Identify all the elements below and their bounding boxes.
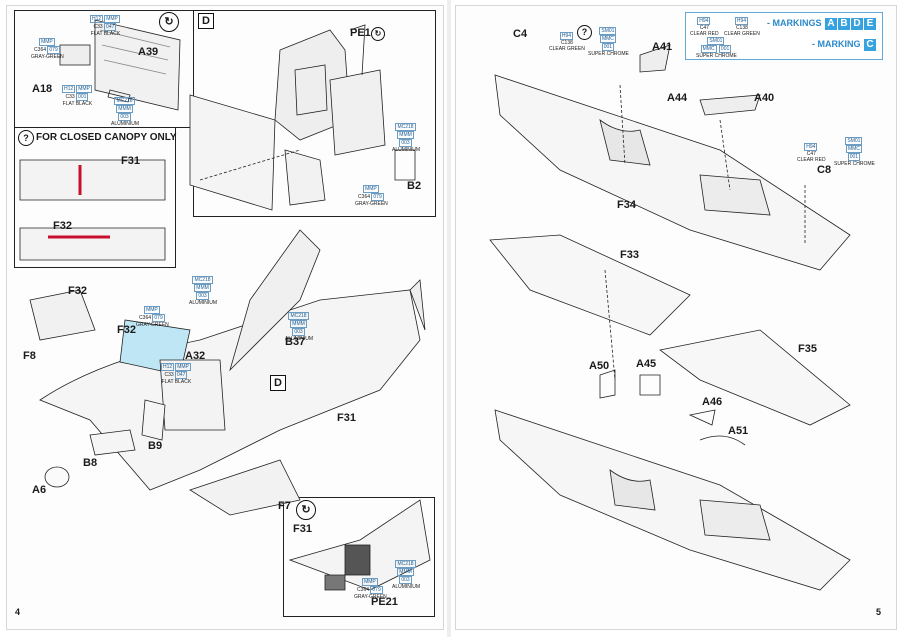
marking-letter-b: B [838, 18, 850, 30]
markings-legend: H94 C47 CLEAR RED H94 C138 CLEAR GREEN S… [685, 12, 883, 60]
paint-callout-super-chrome: SM01 MMC 001 SUPER CHROME [588, 27, 629, 57]
part-label-b8: B8 [83, 457, 98, 469]
paint-callout-gray-green: MMP C364 079 GRAY-GREEN [355, 185, 388, 207]
part-label-f35: F35 [798, 343, 817, 355]
paint-callout-gray-green: MMP C364 079 GRAY-GREEN [354, 578, 387, 600]
part-label-f33: F33 [620, 249, 639, 261]
part-label-a6: A6 [32, 484, 47, 496]
paint-callout-aluminium: MC218 MMM 003 ALUMINIUM [285, 312, 314, 342]
closed-canopy-title: FOR CLOSED CANOPY ONLY [36, 132, 177, 143]
part-label-a40: A40 [754, 92, 775, 104]
part-label-a51: A51 [728, 425, 749, 437]
part-label-a32: A32 [185, 350, 206, 362]
paint-callout-clear-green: H94 C138 CLEAR GREEN [549, 32, 585, 52]
part-label-b9: B9 [148, 440, 163, 452]
paint-callout-gray-green: MMP C364 079 GRAY-GREEN [31, 38, 64, 60]
part-label-f31-canopy: F31 [121, 155, 140, 167]
part-label-a39: A39 [138, 46, 159, 58]
paint-callout-clear-red: H94 C47 CLEAR RED [797, 143, 826, 163]
rotate-icon-top: ↻ [159, 12, 179, 32]
d-letter-box: D [198, 13, 214, 29]
part-label-f32-canopy: F32 [53, 220, 72, 232]
paint-callout-aluminium: MC218 MMM 003 ALUMINIUM [392, 560, 421, 590]
paint-callout-aluminium: MC218 MMM 003 ALUMINIUM [111, 97, 140, 127]
part-label-a18: A18 [32, 83, 53, 95]
part-label-b2: B2 [407, 180, 422, 192]
paint-callout-super-chrome: SM01 MMC 001 SUPER CHROME [834, 137, 875, 167]
paint-callout-gray-green: MMP C364 079 GRAY-GREEN [136, 306, 169, 328]
rotate-icon-pe1: ↻ [371, 27, 385, 41]
page-gutter [447, 0, 451, 637]
part-label-a50: A50 [589, 360, 610, 372]
part-label-a41: A41 [652, 41, 673, 53]
page-number-right: 5 [876, 607, 882, 617]
part-label-c4: C4 [513, 28, 528, 40]
markings-paint-super-chrome: SM01 MMC 001 SUPER CHROME [696, 37, 737, 59]
rotate-icon-detail: ↻ [296, 500, 316, 520]
part-label-a46: A46 [702, 396, 723, 408]
markings-paint-clear-green: H94 C138 CLEAR GREEN [724, 17, 760, 37]
page-number-left: 4 [15, 607, 21, 617]
part-label-pe21: PE21 [371, 596, 398, 608]
part-label-pe1: PE1 [350, 27, 371, 39]
part-label-b37: B37 [285, 336, 306, 348]
part-label-f7: F7 [278, 500, 291, 512]
part-label-f8: F8 [23, 350, 36, 362]
marking-letter-c: C [864, 39, 876, 51]
part-label-f31-detail: F31 [293, 523, 312, 535]
part-label-c8: C8 [817, 164, 832, 176]
part-label-f31-fuselage: F31 [337, 412, 356, 424]
panel-closed-canopy [14, 127, 176, 268]
panel-detail-inset [283, 497, 435, 617]
part-label-a44: A44 [667, 92, 688, 104]
optional-icon-super-chrome: ? [577, 25, 592, 40]
optional-icon-canopy: ? [18, 130, 34, 146]
markings-row-2: - MARKING C [812, 39, 876, 51]
part-label-f34: F34 [617, 199, 636, 211]
part-label-f32-frame: F32 [117, 324, 136, 336]
markings-row-1-label: - MARKINGS [766, 18, 822, 28]
marking-letter-d: D [851, 18, 863, 30]
d-letter-box-fuselage: D [270, 375, 286, 391]
markings-paint-clear-red: H94 C47 CLEAR RED [690, 17, 719, 37]
paint-callout-aluminium: MC218 MMM 003 ALUMINIUM [189, 276, 218, 306]
part-label-a45: A45 [636, 358, 657, 370]
part-label-f32-side: F32 [68, 285, 87, 297]
marking-letter-a: A [825, 18, 837, 30]
marking-letter-e: E [864, 18, 876, 30]
markings-row-2-label: - MARKING [811, 39, 861, 49]
paint-callout-aluminium: MC218 MMM 003 ALUMINIUM [392, 123, 421, 153]
